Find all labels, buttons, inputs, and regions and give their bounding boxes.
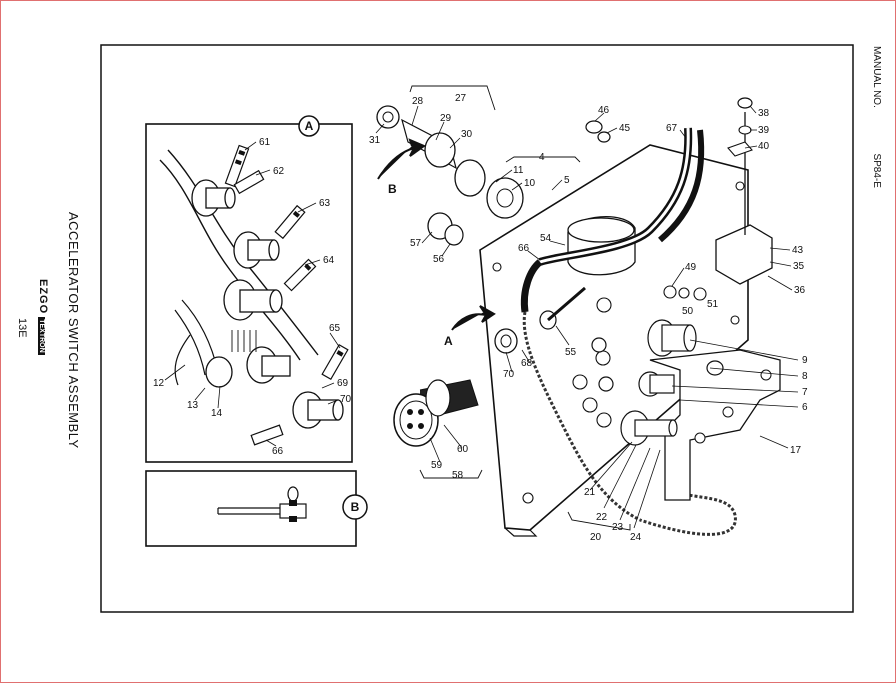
callout-63: 63 (319, 198, 331, 209)
callout-66: 66 (272, 446, 284, 457)
page-number: 13E (16, 318, 28, 338)
callout-11: 11 (513, 165, 524, 176)
callout-55: 55 (565, 347, 577, 358)
callout-50: 50 (682, 306, 694, 317)
callout-13: 13 (187, 400, 199, 411)
callout-21: 21 (584, 487, 596, 498)
callout-56: 56 (433, 254, 445, 265)
callout-30: 30 (461, 129, 473, 140)
callout-6: 6 (802, 402, 808, 413)
inset-b-letter: B (351, 500, 360, 514)
brand-logo: EZGO TEXTRON (37, 279, 49, 355)
callout-70: 70 (340, 394, 352, 405)
view-marker-a: A (444, 334, 453, 348)
callout-57: 57 (410, 238, 422, 249)
callout-69: 69 (337, 378, 349, 389)
callout-70-main: 70 (503, 369, 515, 380)
callout-7: 7 (802, 387, 808, 398)
callout-14: 14 (211, 408, 223, 419)
callout-62: 62 (273, 166, 285, 177)
inset-a-marker (298, 115, 320, 137)
inset-a: A (145, 115, 353, 463)
inset-a-letter: A (305, 119, 314, 133)
callout-31: 31 (369, 135, 381, 146)
callout-38: 38 (758, 108, 770, 119)
callout-40: 40 (758, 141, 770, 152)
callout-4: 4 (539, 152, 545, 163)
callout-46: 46 (598, 105, 610, 116)
inset-b: B (145, 470, 368, 547)
callout-39: 39 (758, 125, 770, 136)
callout-35: 35 (793, 261, 805, 272)
diagram-frame (100, 44, 854, 613)
callout-24: 24 (630, 532, 642, 543)
callout-67: 67 (666, 123, 678, 134)
inset-b-marker (342, 494, 368, 520)
callout-64: 64 (323, 255, 335, 266)
callout-54: 54 (540, 233, 552, 244)
callout-12: 12 (153, 378, 165, 389)
manual-number: SP84-E (871, 153, 882, 188)
callout-66-main: 66 (518, 243, 530, 254)
brand-sub-text: TEXTRON (38, 317, 45, 355)
callout-59: 59 (431, 460, 443, 471)
callout-10: 10 (524, 178, 536, 189)
callout-36: 36 (794, 285, 806, 296)
callout-29: 29 (440, 113, 452, 124)
callout-9: 9 (802, 355, 808, 366)
callout-5: 5 (564, 175, 570, 186)
brand-logo-text: EZGO (37, 279, 49, 315)
page-title: ACCELERATOR SWITCH ASSEMBLY (66, 212, 81, 449)
callout-22: 22 (596, 512, 608, 523)
callout-17: 17 (790, 445, 802, 456)
callout-27: 27 (455, 93, 467, 104)
callout-61: 61 (259, 137, 271, 148)
callout-60: 60 (457, 444, 469, 455)
callout-68: 68 (521, 358, 533, 369)
callout-65: 65 (329, 323, 341, 334)
callout-20: 20 (590, 532, 602, 543)
callout-51: 51 (707, 299, 719, 310)
callout-28: 28 (412, 96, 424, 107)
view-marker-b: B (388, 182, 397, 196)
manual-label: MANUAL NO. (871, 46, 882, 108)
callout-8: 8 (802, 371, 808, 382)
callout-45: 45 (619, 123, 631, 134)
callout-43: 43 (792, 245, 804, 256)
callout-49: 49 (685, 262, 697, 273)
switch-plate (376, 97, 781, 537)
callout-58: 58 (452, 470, 464, 481)
manual-number-label: MANUAL NO. SP84-E (871, 46, 882, 188)
callout-23: 23 (612, 522, 624, 533)
